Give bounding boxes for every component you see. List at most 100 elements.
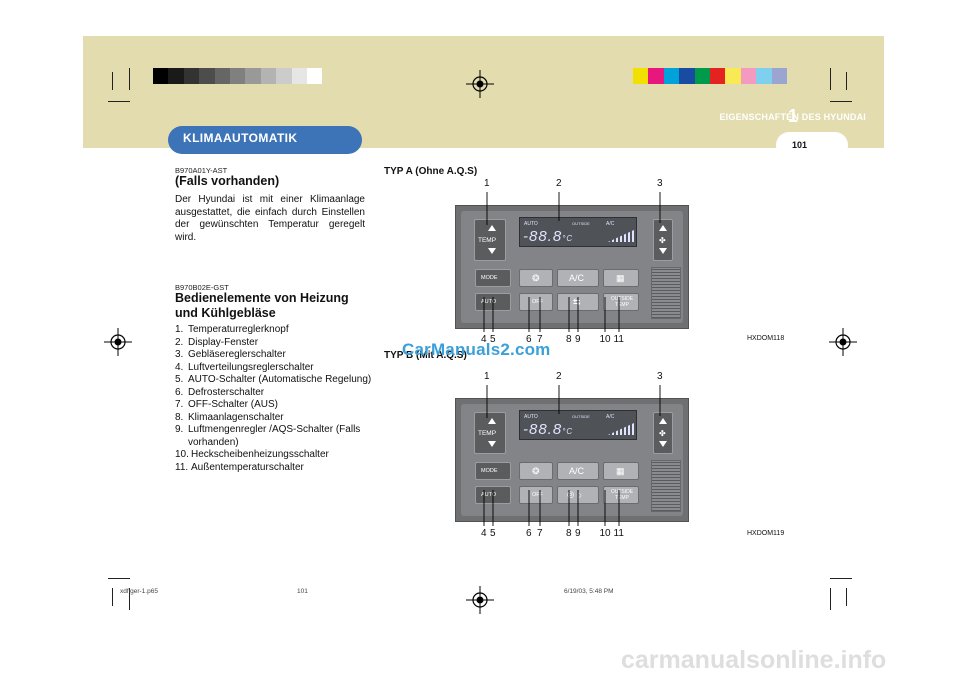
fan-speed-switch[interactable]: ✤ (653, 412, 673, 454)
callout-number: 1 (484, 178, 490, 189)
vent-grille (651, 267, 681, 319)
ac-button[interactable]: A/C (557, 269, 599, 287)
registration-swatch (725, 68, 741, 84)
mode-button[interactable]: MODE (475, 462, 511, 480)
registration-swatch (694, 68, 710, 84)
crop-mark (108, 578, 130, 579)
defrost-button[interactable]: ❂ (519, 462, 553, 480)
callout-number: 5 (490, 334, 496, 345)
callout-number: 4 (481, 334, 487, 345)
callout-number: 3 (657, 371, 663, 382)
crop-mark (129, 68, 130, 90)
temp-knob[interactable]: TEMP (474, 219, 506, 261)
registration-color-bar (633, 68, 787, 84)
list-item: 5. AUTO-Schalter (Automatische Regelung) (175, 374, 375, 387)
display-value: -88.8 (523, 228, 563, 245)
temp-label: TEMP (478, 430, 497, 437)
callout-number: 8 (566, 334, 572, 345)
callout-number: 4 (481, 528, 487, 539)
outside-temp-button[interactable]: OUTSIDE TEMP (603, 293, 639, 311)
crop-mark (830, 68, 831, 90)
mode-label: MODE (481, 275, 498, 281)
registration-swatch (291, 68, 307, 84)
list-item: 11.Außentemperaturschalter (175, 462, 375, 475)
list-item: 8.Klimaanlagenschalter (175, 412, 375, 425)
heading-line: Bedienelemente von Heizung (175, 291, 349, 305)
crop-mark (112, 72, 113, 90)
rear-defrost-button[interactable]: ▦ (603, 269, 639, 287)
climate-control-panel: TEMP AUTO -88.8°C OUTSIDE A/C ✤ MODE AUT… (455, 205, 689, 329)
vent-grille (651, 460, 681, 512)
registration-swatch (229, 68, 246, 84)
registration-grayscale-bar (153, 68, 323, 84)
list-item-text: OFF-Schalter (AUS) (188, 399, 279, 410)
chapter-label: EIGENSCHAFTEN DES HYUNDAI (719, 112, 866, 122)
recirculation-button[interactable]: ⇆ (557, 293, 599, 311)
list-item-text: Temperaturreglerknopf (188, 324, 289, 335)
callout-number: 11 (613, 528, 624, 539)
registration-target-icon (104, 328, 132, 356)
ac-button[interactable]: A/C (557, 462, 599, 480)
callout-number: 7 (537, 334, 543, 345)
list-item-number: 5. (175, 374, 184, 385)
off-button[interactable]: OFF (519, 486, 553, 504)
page-number-tab (776, 132, 848, 158)
list-item: 10.Heckscheibenheizungsschalter (175, 449, 375, 462)
crop-mark (846, 72, 847, 90)
crop-mark (830, 578, 852, 579)
auto-button[interactable]: AUTO (475, 486, 511, 504)
crop-mark (129, 588, 130, 610)
registration-swatch (679, 68, 695, 84)
display-unit: °C (562, 427, 574, 436)
temp-knob[interactable]: TEMP (474, 412, 506, 454)
registration-swatch (183, 68, 200, 84)
crop-mark (108, 101, 130, 102)
mode-label: MODE (481, 468, 498, 474)
list-item-text: Luftverteilungsreglerschalter (188, 361, 314, 373)
fan-icon: ✤ (659, 429, 666, 438)
crop-mark (112, 588, 113, 606)
mode-button[interactable]: MODE (475, 269, 511, 287)
figure-title: TYP B (Mit A.Q.S) (384, 350, 467, 361)
callout-number: 3 (657, 178, 663, 189)
list-item-number: 1. (175, 324, 184, 335)
list-item-text: AUTO-Schalter (Automatische Regelung) (188, 374, 372, 385)
display-value: -88.8 (523, 421, 563, 438)
section-heading: Bedienelemente von Heizung und Kühlgeblä… (175, 291, 365, 321)
chapter-number: 1 (788, 106, 799, 126)
display-temperature: -88.8°C (523, 228, 573, 245)
auto-button[interactable]: AUTO (475, 293, 511, 311)
registration-swatch (260, 68, 277, 84)
defrost-icon: ❂ (532, 273, 540, 283)
rear-defrost-button[interactable]: ▦ (603, 462, 639, 480)
list-item-number: 6. (175, 386, 184, 398)
registration-swatch (771, 68, 787, 84)
display-outside-label: OUTSIDE (572, 414, 590, 419)
callout-number: 2 (556, 178, 562, 189)
display-temperature: -88.8°C (523, 421, 573, 438)
panel-face: TEMP AUTO -88.8°C OUTSIDE A/C ✤ MODE AUT… (461, 211, 683, 323)
callout-number: 8 (566, 528, 572, 539)
callout-number: 10 (599, 334, 611, 345)
fan-level-icon (608, 423, 634, 435)
ac-label: A/C (569, 466, 585, 476)
registration-swatch (663, 68, 680, 84)
off-button[interactable]: OFF (519, 293, 553, 311)
display-auto-label: AUTO (524, 414, 538, 420)
intro-paragraph: Der Hyundai ist mit einer Klimaanlage au… (175, 194, 365, 243)
list-item: 2.Display-Fenster (175, 337, 375, 350)
watermark: CarManuals2.com (402, 340, 551, 359)
footer-file: xdfiger-1.p65 (120, 588, 158, 595)
footer-date: 6/19/03, 5:48 PM (564, 588, 614, 595)
outside-temp-button[interactable]: OUTSIDE TEMP (603, 486, 639, 504)
list-item: 1. Temperaturreglerknopf (175, 324, 375, 337)
list-item: 9.Luftmengenregler /AQS-Schalter (Falls … (175, 424, 375, 449)
defrost-button[interactable]: ❂ (519, 269, 553, 287)
list-item-text: Außentemperaturschalter (191, 461, 304, 473)
arrow-down-icon (659, 248, 667, 254)
registration-target-icon (829, 328, 857, 356)
display-auto-label: AUTO (524, 221, 538, 227)
aqs-switch[interactable]: ⦾ ○ (557, 486, 599, 504)
list-item-text: Heckscheibenheizungsschalter (191, 449, 329, 460)
fan-speed-switch[interactable]: ✤ (653, 219, 673, 261)
